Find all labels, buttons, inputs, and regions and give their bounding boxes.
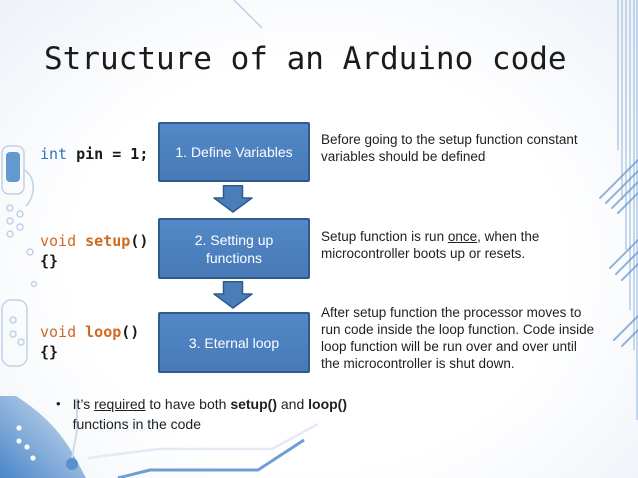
bullet-marker: • bbox=[56, 396, 61, 411]
flow-box-eternal-loop: 3. Eternal loop bbox=[158, 312, 310, 373]
flow-box-define-variables: 1. Define Variables bbox=[158, 122, 310, 182]
code-snippet-define-variables: int pin = 1; bbox=[40, 145, 149, 163]
page-title: Structure of an Arduino code bbox=[44, 41, 567, 77]
flow-box-label: 2. Setting up functions bbox=[194, 231, 274, 266]
note-loop-function: After setup function the processor moves… bbox=[321, 305, 595, 371]
note-define-variables: Before going to the setup function const… bbox=[321, 132, 578, 164]
bullet-text: It’s required to have both setup() and l… bbox=[72, 396, 347, 432]
flow-box-label: 1. Define Variables bbox=[175, 144, 293, 160]
down-arrow-icon bbox=[213, 281, 253, 309]
code-snippet-loop: void loop(){} bbox=[40, 323, 140, 361]
flow-box-label: 3. Eternal loop bbox=[188, 334, 280, 351]
flow-box-setting-up-functions: 2. Setting up functions bbox=[158, 218, 310, 279]
bullet-item: • It’s required to have both setup() and… bbox=[56, 394, 436, 434]
code-snippet-setup: void setup(){} bbox=[40, 232, 149, 270]
note-setup-function: Setup function is run once, when the mic… bbox=[321, 229, 540, 261]
down-arrow-icon bbox=[213, 185, 253, 213]
